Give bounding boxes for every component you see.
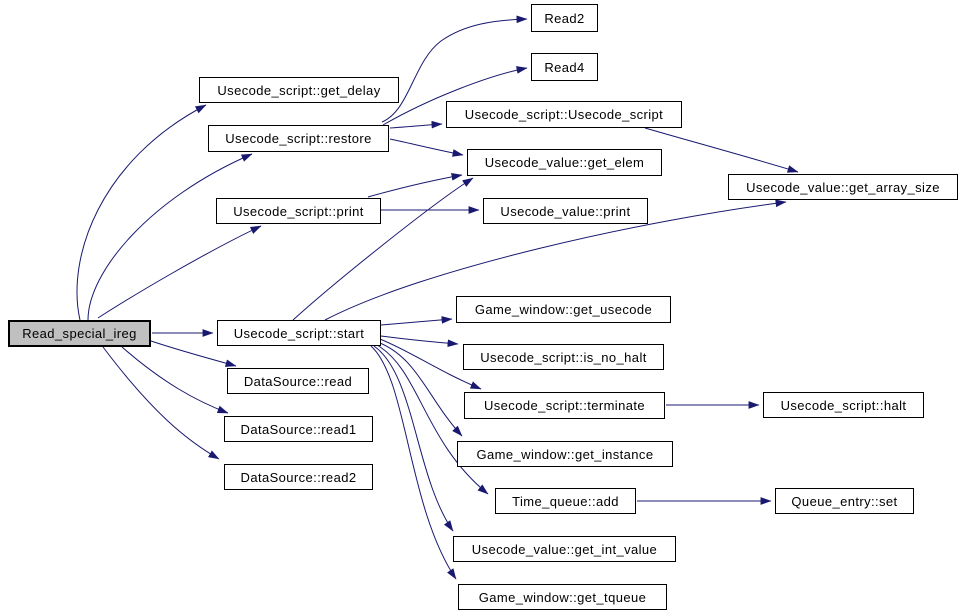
edge-restore-read2 bbox=[381, 15, 528, 123]
edge-root-ds_read1 bbox=[121, 346, 229, 414]
node-read4[interactable]: Read4 bbox=[531, 53, 598, 81]
node-time_queue-add[interactable]: Time_queue::add bbox=[495, 488, 636, 514]
node-datasource-read2[interactable]: DataSource::read2 bbox=[224, 464, 373, 490]
node-usecode_script-ctor[interactable]: Usecode_script::Usecode_script bbox=[446, 101, 682, 128]
node-usecode_value-get_elem[interactable]: Usecode_value::get_elem bbox=[467, 149, 662, 176]
node-read_special_ireg: Read_special_ireg bbox=[8, 320, 151, 347]
edge-start-get_elem bbox=[292, 177, 474, 321]
edge-start-get_int_value bbox=[373, 345, 454, 532]
node-queue_entry-set[interactable]: Queue_entry::set bbox=[775, 488, 914, 514]
edge-root-restore bbox=[87, 153, 253, 321]
node-usecode_value-get_int_value[interactable]: Usecode_value::get_int_value bbox=[453, 536, 676, 562]
edge-restore-us_ctor bbox=[389, 120, 443, 129]
edge-start-gw_get_instance bbox=[379, 342, 463, 437]
edge-root-print bbox=[97, 225, 262, 319]
edge-start-get_array_size bbox=[324, 199, 787, 321]
node-usecode_script-start[interactable]: Usecode_script::start bbox=[217, 320, 381, 346]
edge-restore-get_elem bbox=[389, 138, 464, 157]
node-game_window-get_tqueue[interactable]: Game_window::get_tqueue bbox=[458, 584, 667, 610]
edge-start-is_no_halt bbox=[380, 335, 459, 348]
node-usecode_script-print[interactable]: Usecode_script::print bbox=[216, 198, 381, 224]
edge-start-tq_add bbox=[376, 344, 489, 495]
node-datasource-read[interactable]: DataSource::read bbox=[227, 368, 369, 394]
node-game_window-get_instance[interactable]: Game_window::get_instance bbox=[457, 441, 673, 467]
node-datasource-read1[interactable]: DataSource::read1 bbox=[224, 416, 373, 442]
edge-print-get_elem bbox=[367, 173, 463, 198]
node-usecode_script-restore[interactable]: Usecode_script::restore bbox=[208, 125, 389, 152]
edge-root-get_delay bbox=[76, 104, 207, 321]
node-usecode_script-terminate[interactable]: Usecode_script::terminate bbox=[464, 392, 665, 419]
node-usecode_value-get_array_size[interactable]: Usecode_value::get_array_size bbox=[728, 174, 958, 200]
edge-start-terminate bbox=[379, 338, 482, 390]
edge-root-ds_read2 bbox=[102, 346, 220, 460]
edge-root-ds_read bbox=[150, 340, 237, 367]
edge-us_ctor-get_array_size bbox=[644, 127, 799, 173]
node-usecode_script-halt[interactable]: Usecode_script::halt bbox=[763, 392, 924, 418]
edge-start-gw_get_usecode bbox=[380, 316, 453, 326]
node-usecode_script-get_delay[interactable]: Usecode_script::get_delay bbox=[199, 77, 399, 103]
node-usecode_script-is_no_halt[interactable]: Usecode_script::is_no_halt bbox=[463, 344, 664, 370]
edge-restore-read4 bbox=[382, 66, 528, 126]
node-read2[interactable]: Read2 bbox=[531, 4, 598, 32]
edge-start-gw_get_tqueue bbox=[370, 345, 457, 580]
node-game_window-get_usecode[interactable]: Game_window::get_usecode bbox=[456, 296, 671, 323]
node-usecode_value-print[interactable]: Usecode_value::print bbox=[483, 198, 648, 224]
